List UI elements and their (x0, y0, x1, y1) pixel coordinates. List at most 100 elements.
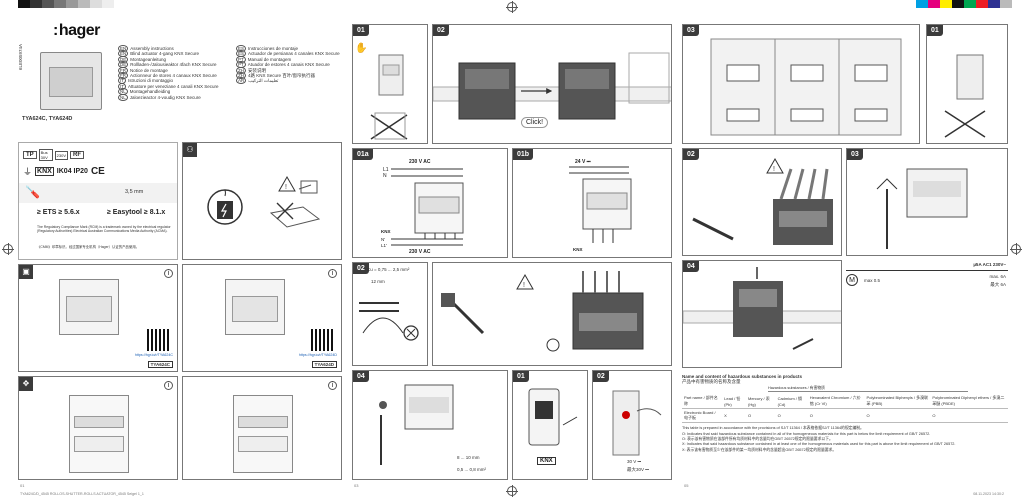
print-grayscale-bar (18, 0, 114, 8)
strip-length: 12 mm (371, 279, 385, 284)
step-02-panel: 02 Click! (432, 24, 672, 144)
ref-a: TYA624C (147, 361, 173, 369)
device-front-a (69, 395, 129, 473)
n2-label: N' (381, 237, 386, 242)
url-a[interactable]: https://hgr.io/r/TYA624C (134, 353, 173, 357)
hazard-cell: X (722, 408, 746, 424)
strip-length-2: 8 ... 10 mm (457, 455, 480, 460)
zh-regulatory-text: 《CMM》印章标识。经过国家专业机构（Hager）认证的产品使用。 (37, 245, 140, 249)
language-code: AR (236, 77, 247, 85)
cu-spec: Cu = 0,75 ... 2,5 mm² (367, 267, 410, 272)
registration-mark (1010, 243, 1022, 255)
screw-size: 3,5 mm (125, 189, 144, 195)
hazard-column-header: Polybrominated Biphenyls / 多溴联苯 (PBB) (864, 394, 931, 410)
language-code: PT (236, 55, 246, 63)
phone-scan (528, 388, 578, 446)
footer-date: 08.11.2023 14:30:2 (973, 492, 1004, 496)
hazard-group: Hazardous substances / 有害物质 (768, 386, 968, 393)
n-label: N (383, 173, 387, 179)
registration-mark (506, 485, 518, 497)
dimension-panel-b: i (182, 376, 342, 480)
l1-label: L1 (383, 167, 389, 173)
tp-badge: TP (23, 151, 37, 159)
url-b[interactable]: https://hgr.io/r/TYA624D (298, 353, 337, 357)
people-icon: ⚇ (183, 143, 197, 157)
step-01-panel: 01 ✋ (352, 24, 428, 144)
step-02-button-panel: 02 30 V ⎓ 最大30V ⎓ (592, 370, 672, 480)
hazard-note-5: X: 表示该有害物质至少在该部件的某一均质材料中的含量超出GB/T 26572规… (682, 447, 837, 452)
rating-label: µ5A AC1 230V~ (973, 262, 1006, 267)
dimension-panel-a: ✥ i (18, 376, 178, 480)
page-3: 03 01 02 ! 03 (682, 14, 1008, 488)
step-badge: 01a (353, 149, 373, 160)
info-icon: i (328, 381, 337, 390)
info-icon: i (328, 269, 337, 278)
prog-button (612, 390, 662, 456)
step-02-large-panel: 02 ! (682, 148, 842, 256)
step-badge: 04 (353, 371, 369, 382)
step-03-panel: 03 (682, 24, 920, 144)
easytool-version: ≥ Easytool ≥ 8.1.x (107, 209, 166, 216)
device-panel-b: i https://hgr.io/r/TYA624D TYA624D (182, 264, 342, 372)
hazard-column-header: Cadmium / 镉 (Cd) (775, 394, 808, 410)
volt-label: 30 V ⎓ (627, 459, 642, 464)
registration-mark (506, 1, 518, 13)
language-code: NL (118, 93, 128, 101)
hazard-title: Name and content of hazardous substances… (682, 374, 803, 379)
language-code: IT (118, 77, 126, 85)
electrician-illustration: ! (207, 175, 321, 228)
l1b-label: L1' (381, 243, 387, 248)
step-badge: 01 (353, 25, 369, 36)
language-code: DE (118, 55, 129, 63)
step-badge: 02 (593, 371, 609, 382)
hazard-cell: O (775, 408, 808, 424)
brand-logo: :hager (53, 22, 100, 39)
step-badge: 02 (433, 25, 449, 36)
registration-mark (2, 243, 14, 255)
cross-section: 0,5 ... 0,8 mm² (457, 467, 487, 472)
language-text: Montagehandleiding (129, 89, 171, 95)
hazard-column-header: Lead / 铅 (Pb) (722, 394, 746, 410)
remove-illustration (876, 168, 968, 249)
language-text: Assembly instructions (130, 46, 174, 51)
language-code: ZH (236, 66, 246, 74)
hazard-section: Name and content of hazardous substances… (682, 374, 1008, 453)
rcm-text: The Regulatory Compliance Mark (RCM) is … (37, 225, 171, 233)
language-code: ES (236, 45, 247, 52)
ac-label-top: 230 V AC (409, 159, 431, 165)
device-front-b (233, 395, 293, 473)
language-code: FR (118, 72, 128, 80)
language-text: Atuador de estores 4 canais KNX Secure (247, 62, 330, 68)
knx-logo: KNX (35, 167, 54, 176)
knx-phone: KNX (537, 457, 556, 465)
wiring-diagram-ac (391, 168, 464, 246)
bus-badge: Bus 30V (38, 149, 53, 161)
language-code: EN (118, 50, 129, 58)
svg-text:!: ! (773, 166, 775, 173)
step-02-wiring-panel: ! (432, 262, 672, 366)
model-numbers: TYA624C, TYA624D (22, 116, 73, 122)
language-text: Rollladen-/Jalousieaktor 4fach KNX Secur… (130, 62, 217, 68)
device-drawing-a (59, 279, 119, 335)
screwdriver-icon: 🪛 (25, 185, 40, 199)
ce-mark: CE (90, 166, 105, 177)
print-color-bar (916, 0, 1012, 8)
device-panel-a: ▣ i https://hgr.io/r/TYA624C TYA624C (18, 264, 178, 372)
electrician-panel: ⚇ ! (182, 142, 342, 260)
info-icon: i (164, 269, 173, 278)
language-code: PT (236, 61, 246, 69)
device-drawing-b (225, 279, 285, 335)
page-number-1: 01 (20, 483, 25, 488)
language-code: ES (236, 50, 247, 58)
language-text: Istruzioni di montaggio (128, 78, 174, 84)
step-badge: 02 (353, 263, 369, 274)
dc-label: 24 V ⎓ (575, 159, 591, 165)
